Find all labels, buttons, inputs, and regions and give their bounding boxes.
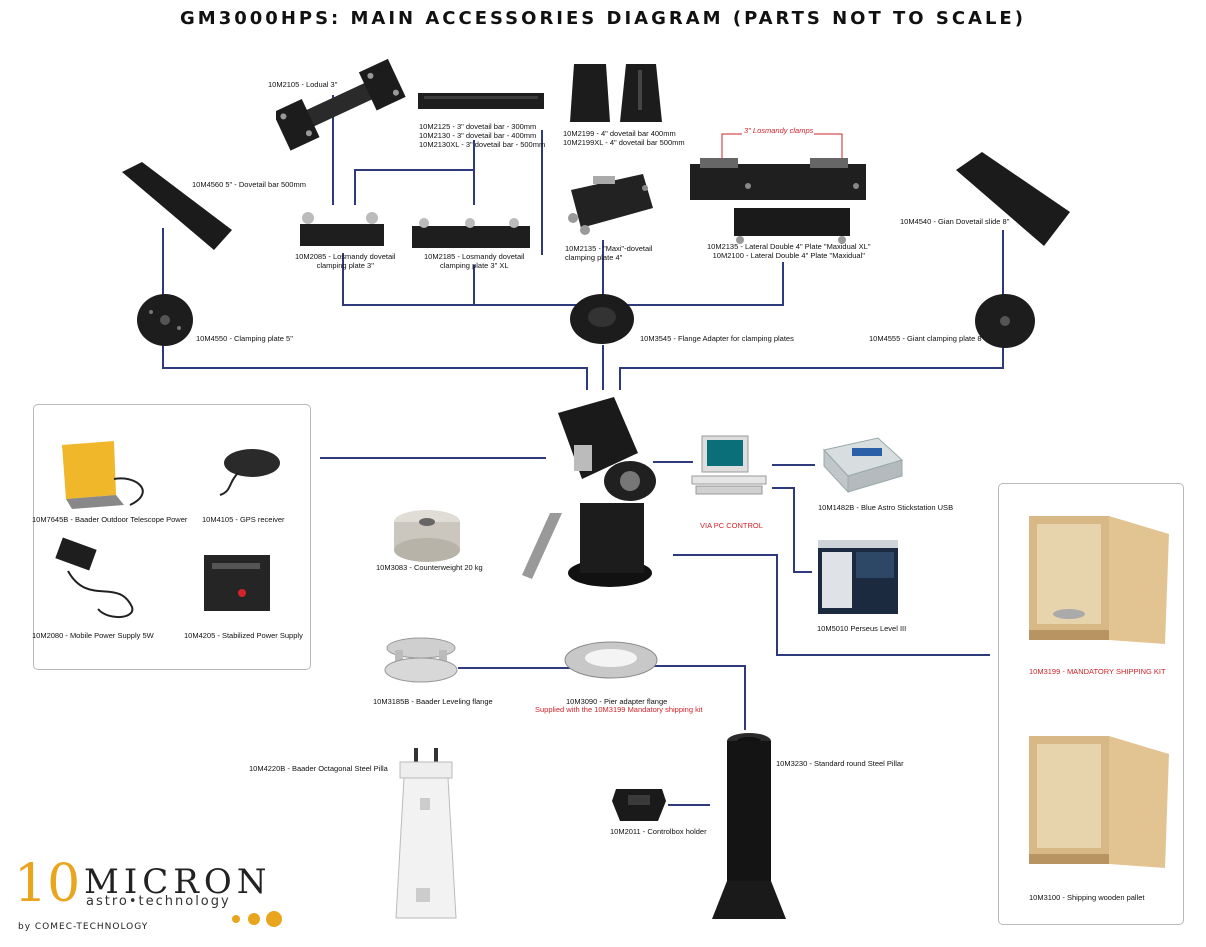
label-wooden-pallet: 10M3100 - Shipping wooden pallet (1029, 893, 1145, 902)
stabilized-power-image (204, 555, 270, 611)
label-round-pillar: 10M3230 - Standard round Steel Pillar (776, 759, 904, 768)
shipping-kit-panel: 10M3199 - MANDATORY SHIPPING KIT 10M3100… (998, 483, 1184, 925)
page-title: GM3000HPS: MAIN ACCESSORIES DIAGRAM (PAR… (180, 8, 1026, 29)
label-mobile-power: 10M2080 - Mobile Power Supply 5W (32, 631, 154, 640)
label-stickstation: 10M1482B - Blue Astro Stickstation USB (818, 503, 954, 512)
label-dovetail-bars-3: 10M2125 - 3" dovetail bar - 300mm 10M213… (419, 122, 546, 149)
label-octagonal-pillar: 10M4220B - Baader Octagonal Steel Pilla (249, 764, 388, 773)
label-via-pc: VIA PC CONTROL (700, 521, 763, 530)
controlbox-image (612, 789, 666, 821)
clamping-plate-5-image (137, 294, 193, 346)
power-accessories-panel: 10M7645B - Baader Outdoor Telescope Powe… (32, 404, 311, 670)
flange-adapter-image (570, 294, 634, 344)
label-stabilized-power: 10M4205 - Stabilized Power Supply (184, 631, 303, 640)
gm3000hps-mount-image (522, 397, 656, 587)
losmandy-clamp-3xl-image (412, 218, 530, 248)
losmandy-clamp-3-image (300, 212, 384, 246)
label-losmandy-clamp-3: 10M2085 - Losmandy dovetail clamping pla… (295, 252, 396, 270)
logo-subtitle: astro•technology (86, 894, 231, 909)
label-perseus: 10M5010 Perseus Level III (817, 624, 907, 633)
logo-digits: 10 (14, 854, 81, 914)
label-controlbox: 10M2011 - Controlbox holder (610, 827, 707, 836)
label-gian-dovetail: 10M4540 - Gian Dovetail slide 8" (900, 217, 1010, 226)
losmandy-clamps-bracket (721, 133, 843, 158)
shipping-kit-image (1029, 516, 1169, 644)
label-pier-adapter: 10M3090 - Pier adapter flange (566, 697, 668, 706)
label-counterweight: 10M3083 - Counterweight 20 kg (376, 563, 483, 572)
round-pillar-image (712, 733, 786, 919)
label-losmandy-clamp-3xl: 10M2185 - Losmandy dovetail clamping pla… (424, 252, 525, 270)
label-shipping-kit: 10M3199 - MANDATORY SHIPPING KIT (1029, 667, 1166, 676)
label-maxi-dovetail: 10M2135 - "Maxi"-dovetail clamping plate… (565, 244, 653, 262)
label-giant-clamping: 10M4555 - Giant clamping plate 8" (869, 334, 985, 343)
10micron-logo: 10 MICRON astro•technology by COMEC-TECH… (14, 858, 284, 938)
giant-clamping-image (975, 294, 1035, 348)
label-dovetail-bars-4: 10M2199 - 4" dovetail bar 400mm 10M2199X… (563, 129, 685, 147)
octagonal-pillar-image (395, 748, 457, 919)
stickstation-image (823, 437, 903, 494)
perseus-image (818, 540, 898, 614)
label-lodual: 10M2105 - Lodual 3" (268, 80, 338, 89)
gps-image (219, 449, 280, 496)
leveling-flange-image (384, 637, 458, 683)
maxi-dovetail-image (568, 174, 653, 235)
label-clamping-plate-5: 10M4550 - Clamping plate 5" (196, 334, 293, 343)
label-flange-adapter: 10M3545 - Flange Adapter for clamping pl… (640, 334, 794, 343)
lateral-double-image (690, 158, 866, 244)
dovetail-bar-5-image (122, 162, 232, 250)
dovetail-bars-4-image (570, 64, 662, 122)
logo-dots-icon (232, 911, 282, 927)
wooden-pallet-image (1029, 736, 1169, 868)
label-gps: 10M4105 - GPS receiver (202, 515, 285, 524)
pier-adapter-image (564, 641, 658, 679)
dovetail-bar-3-image (418, 93, 544, 109)
lodual-image (276, 58, 406, 151)
gian-dovetail-image (956, 152, 1070, 246)
label-pier-adapter-note: Supplied with the 10M3199 Mandatory ship… (535, 705, 703, 714)
label-losmandy-clamps: 3" Losmandy clamps (744, 126, 814, 135)
label-lateral-double: 10M2135 - Lateral Double 4" Plate "Maxid… (707, 242, 871, 260)
label-baader-power: 10M7645B - Baader Outdoor Telescope Powe… (32, 515, 188, 524)
mobile-power-image (55, 537, 134, 618)
pc-image (691, 435, 767, 495)
logo-by-line: by COMEC-TECHNOLOGY (18, 922, 149, 932)
label-leveling-flange: 10M3185B - Baader Leveling flange (373, 697, 493, 706)
counterweight-image (394, 510, 460, 562)
label-dovetail-bar-5: 10M4560 5" - Dovetail bar 500mm (192, 180, 306, 189)
baader-power-image (62, 441, 144, 509)
logo-name: MICRON (84, 862, 272, 902)
